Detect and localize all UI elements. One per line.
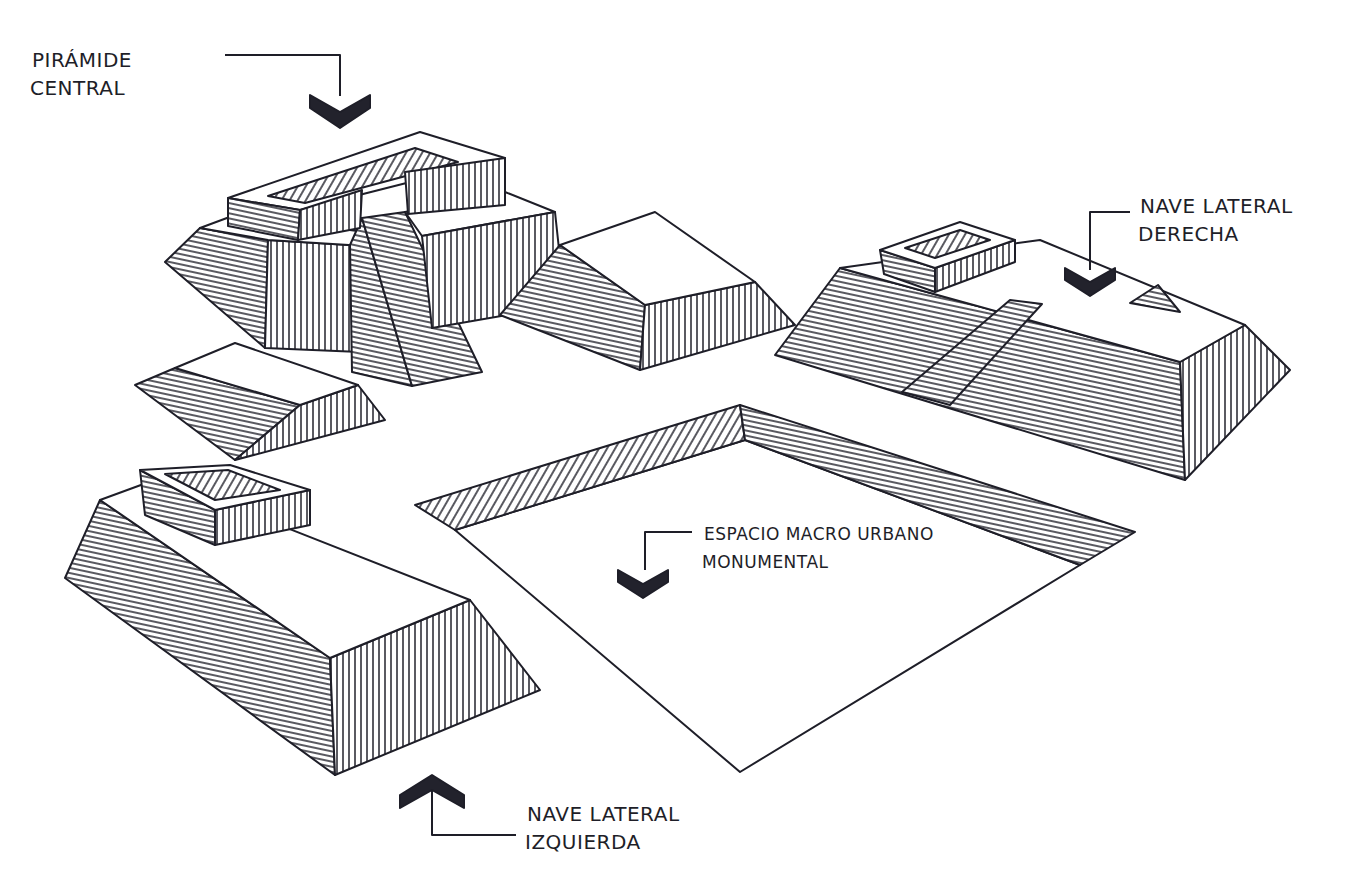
sunken-plaza xyxy=(415,405,1135,772)
label-text: NAVE LATERAL IZQUIERDA xyxy=(525,802,680,854)
temple-wall xyxy=(228,198,300,240)
chevron-arrow xyxy=(1065,268,1115,296)
temple-rim xyxy=(140,465,310,510)
temple-rim xyxy=(880,222,1015,268)
leader-line xyxy=(1090,212,1130,270)
leader-line xyxy=(645,532,692,570)
callout-label: ESPACIO MACRO URBANO MONUMENTAL xyxy=(702,520,947,576)
middle-platform xyxy=(500,212,795,370)
platform-top xyxy=(560,212,755,305)
temple-wall xyxy=(405,158,505,214)
nave-top xyxy=(840,240,1245,362)
chevron-arrow xyxy=(400,775,464,808)
pyramid-face xyxy=(165,228,268,348)
leader-line xyxy=(225,55,340,96)
chevron-arrow xyxy=(618,570,668,598)
chevron-arrow xyxy=(310,95,370,128)
platform-top xyxy=(175,343,358,405)
left-nave xyxy=(65,465,540,775)
small-platform xyxy=(135,343,385,460)
label-text: ESPACIO MACRO URBANO MONUMENTAL xyxy=(702,524,934,572)
stairway xyxy=(902,300,1042,405)
label-text: NAVE LATERAL DERECHA xyxy=(1138,194,1293,246)
callout-label: NAVE LATERAL IZQUIERDA xyxy=(525,800,755,856)
nave-detail xyxy=(1130,285,1180,312)
label-text: PIRÁMIDE CENTRAL xyxy=(30,48,132,100)
temple-wall xyxy=(298,190,362,240)
plaza-wall xyxy=(415,405,745,530)
callout-label: PIRÁMIDE CENTRAL xyxy=(30,46,180,102)
temple-recess xyxy=(165,470,280,500)
temple-recess xyxy=(905,230,990,258)
callout-label: NAVE LATERAL DERECHA xyxy=(1138,192,1338,248)
